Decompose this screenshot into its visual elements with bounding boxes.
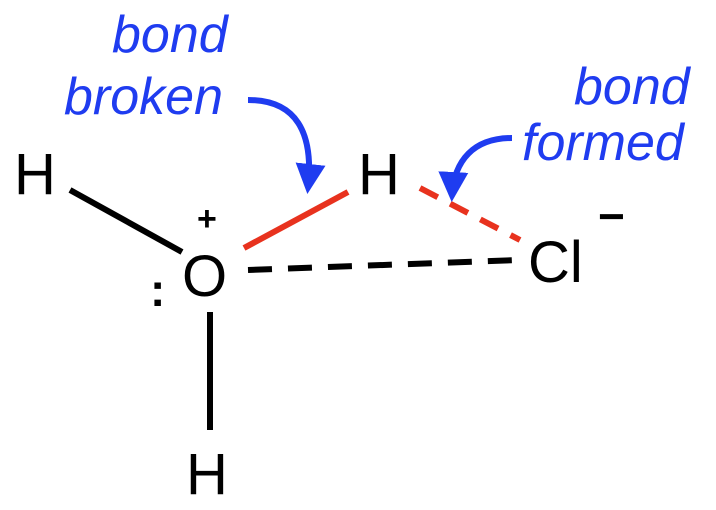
arrow-bond-formed <box>438 135 513 202</box>
chlorine-charge: − <box>598 190 625 242</box>
label-bond-broken-line2: broken <box>64 68 223 126</box>
atom-h-bottom: H <box>186 442 228 507</box>
label-bond-formed-line2: formed <box>522 114 686 172</box>
atom-h-top-left: H <box>14 142 56 207</box>
lone-pair: : <box>150 264 165 316</box>
bond-formed-h-cl-dashed <box>418 185 522 243</box>
oxygen-charge: + <box>197 200 217 238</box>
arrow-bond-broken <box>247 97 326 194</box>
label-bond-formed-line1: bond <box>574 58 692 116</box>
atom-h-transfer: H <box>358 142 400 207</box>
label-bond-broken-line1: bond <box>112 6 230 64</box>
bond-forming-o-cl-dashed <box>247 257 519 273</box>
atom-chlorine: Cl <box>528 230 583 295</box>
atom-oxygen: O <box>182 244 227 309</box>
bond-broken-o-h <box>242 189 350 251</box>
bond-o-h-top-left <box>68 187 184 255</box>
